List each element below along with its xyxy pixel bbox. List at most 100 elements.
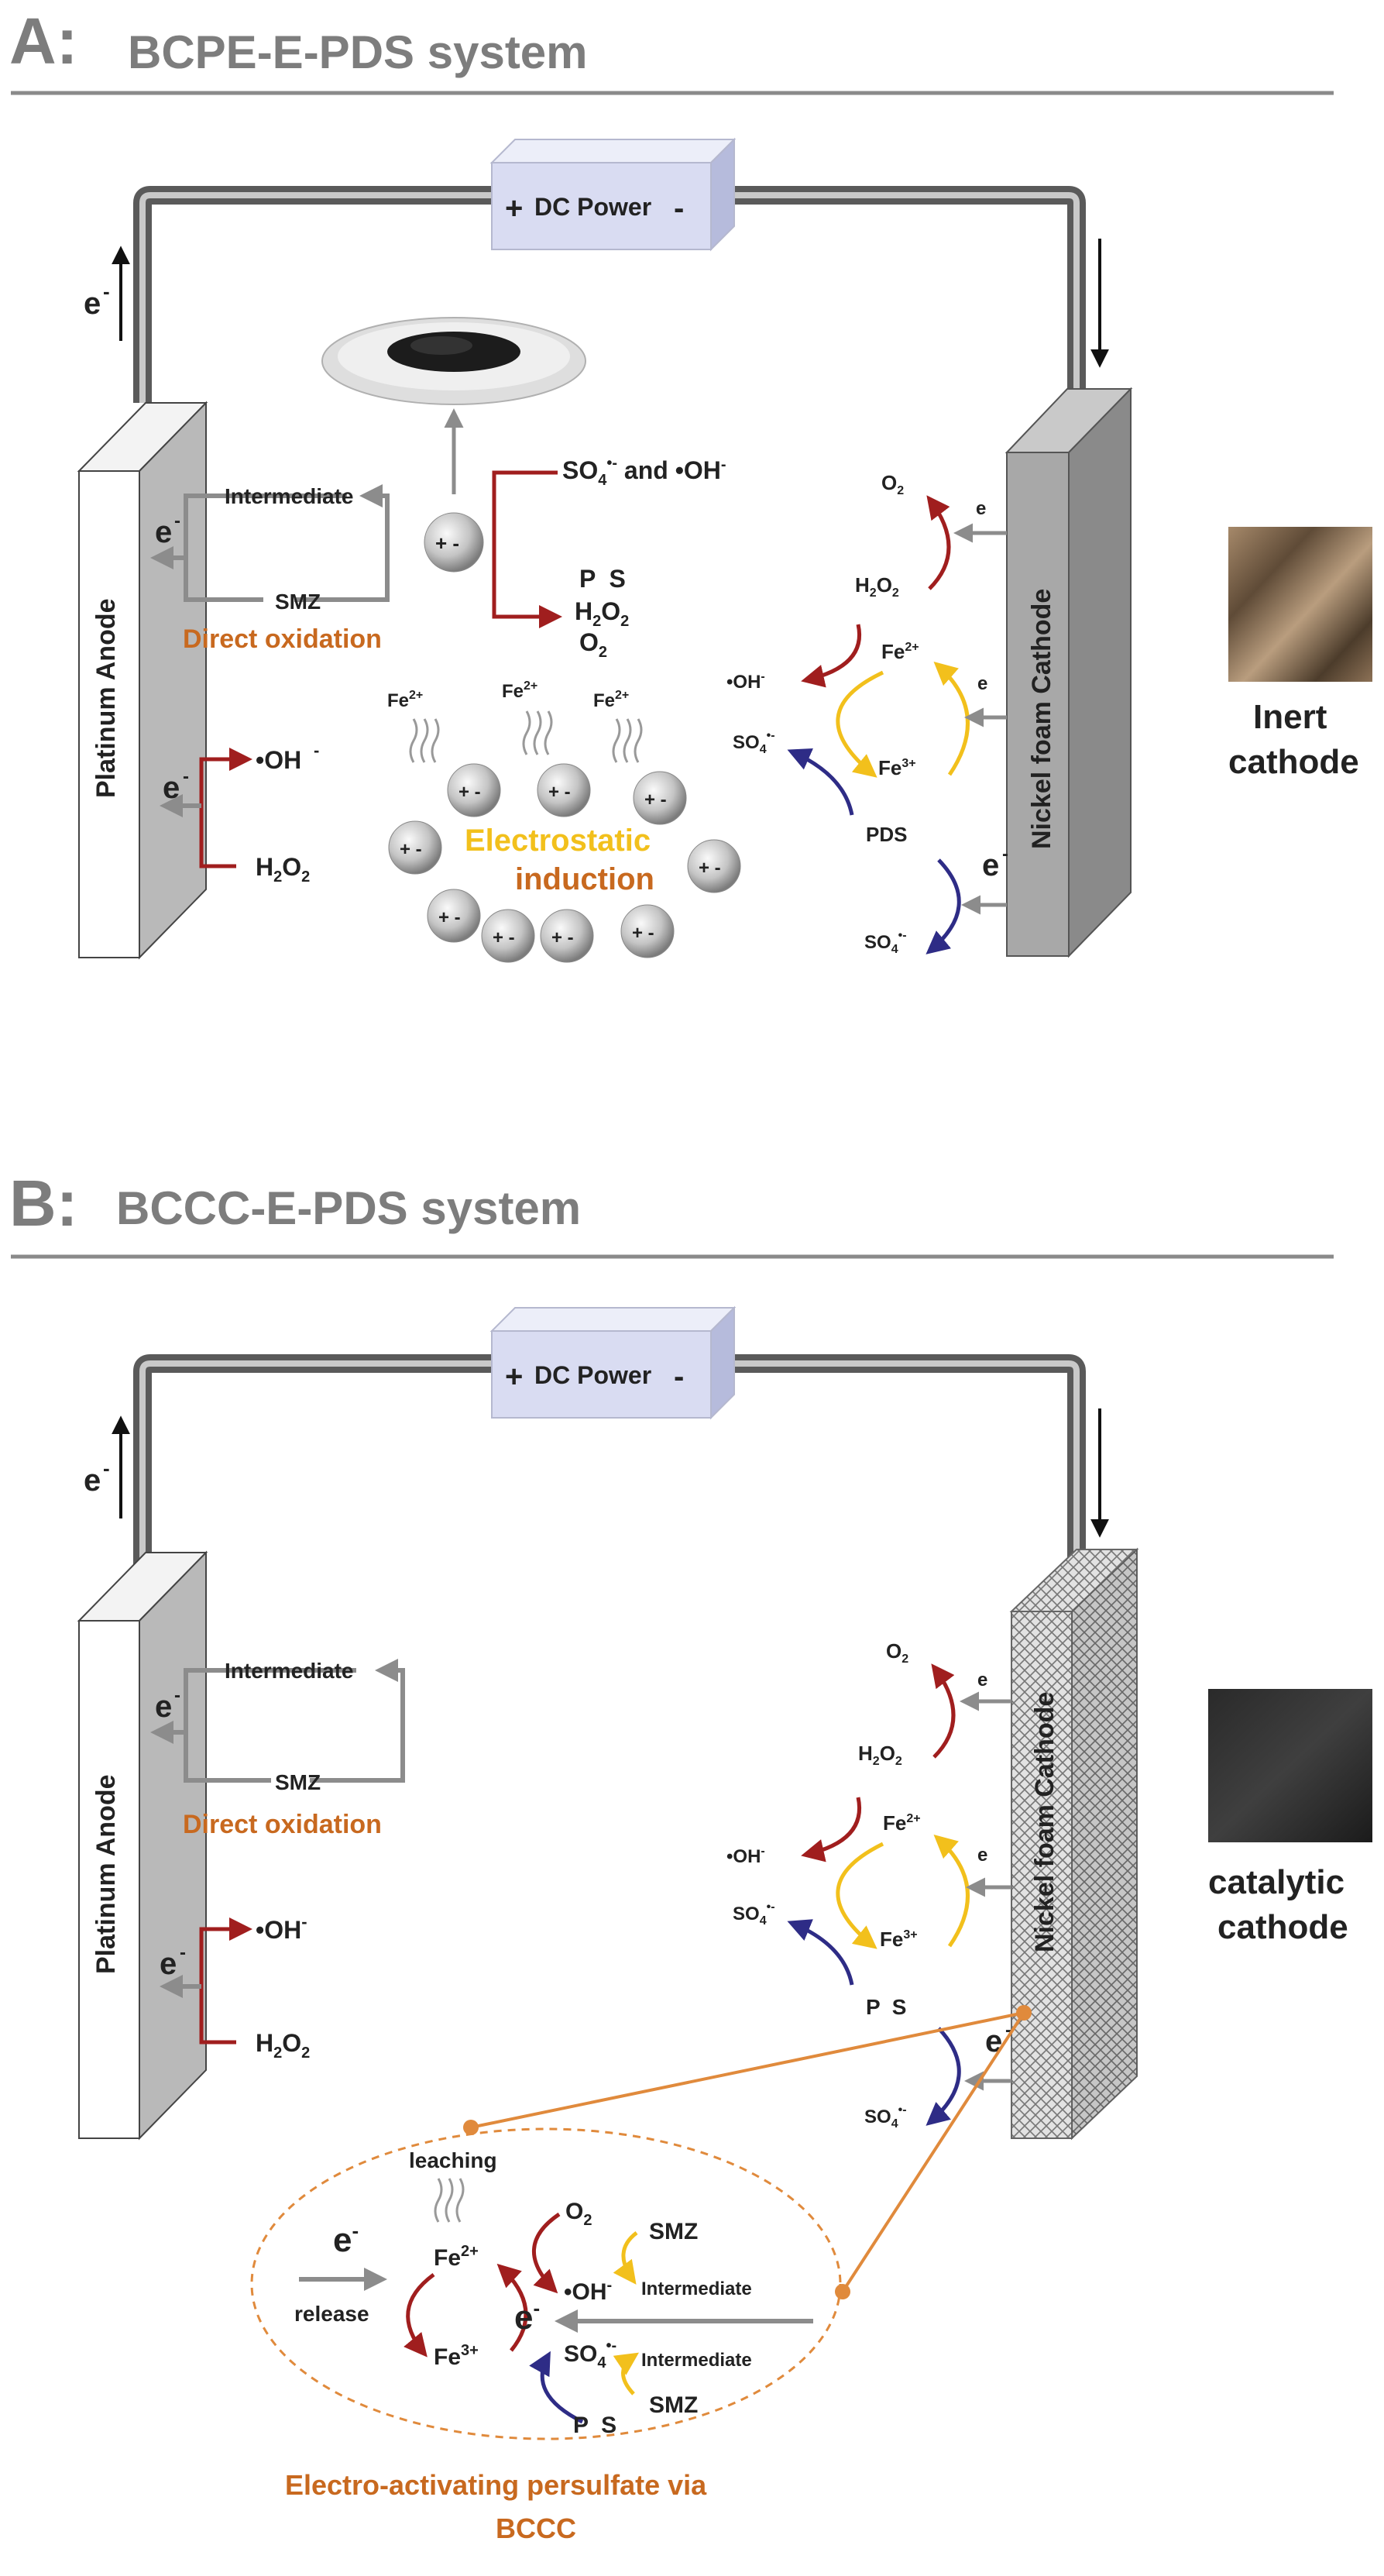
panel-a-swatch-label-2: cathode: [1228, 743, 1359, 781]
panel-a-title: BCPE-E-PDS system: [128, 26, 588, 78]
panel-a-right-o2: O2: [881, 471, 904, 497]
panel-a-biochar-powder-image: [321, 317, 586, 494]
panel-b-swatch-label-2: cathode: [1217, 1908, 1348, 1946]
svg-text:-: -: [180, 1942, 186, 1963]
panel-a-anode-label: Platinum Anode: [91, 598, 121, 798]
inset-caption-1: Electro-activating persulfate via: [285, 2469, 707, 2501]
panel-a-anode-e-top: e: [155, 515, 172, 549]
panel-b-inset: leaching e- release Fe2+ Fe3+ e- O2 •OH-…: [250, 2127, 842, 2440]
panel-a-anode-oh-label: •OH: [256, 746, 301, 774]
panel-b-anode-label: Platinum Anode: [91, 1774, 121, 1974]
svg-text:+ -: + -: [493, 927, 515, 948]
svg-text:+ -: + -: [632, 923, 654, 944]
svg-text:+ -: + -: [548, 782, 571, 803]
panel-a-swatch-label-1: Inert: [1253, 698, 1327, 736]
panel-b-cathode-label: Nickel foam Cathode: [1030, 1692, 1059, 1952]
svg-text:-: -: [183, 766, 189, 787]
panel-b-anode-h2o2: H2O2: [256, 2029, 310, 2062]
panel-a-cathode: Nickel foam Cathode: [1005, 387, 1133, 958]
panel-b-power-plus: +: [505, 1360, 523, 1394]
svg-text:-: -: [1005, 2020, 1011, 2041]
panel-a-cathode-reactions: O2 e H2O2 •OH- Fe2+ e Fe3+ SO4•- PDS e -…: [726, 471, 1008, 956]
panel-a-anode-e-bottom: e: [163, 771, 180, 805]
panel-a-electrostatic-label-2: induction: [515, 862, 654, 896]
inset-smz-top: SMZ: [649, 2219, 698, 2244]
svg-text:-: -: [174, 511, 180, 531]
svg-text:SO4•-: SO4•-: [864, 2103, 907, 2131]
inset-caption-2: BCCC: [496, 2512, 576, 2544]
panel-b-cathode-reactions: O2 e H2O2 •OH- Fe2+ e Fe3+ SO4•- P S e -…: [726, 1639, 1011, 2131]
inset-e-center: e-: [514, 2296, 540, 2337]
panel-b-catalytic-cathode-photo: [1208, 1689, 1372, 1842]
svg-text:e: e: [977, 673, 987, 694]
panel-a-right-so4: SO4•-: [733, 729, 775, 756]
svg-text:H2O2: H2O2: [858, 1742, 902, 1768]
panel-b-power-minus: -: [674, 1360, 684, 1394]
svg-text:e: e: [160, 1947, 177, 1981]
panel-a-inert-cathode-photo: [1228, 527, 1372, 682]
panel-a-right-oh: •OH-: [726, 670, 765, 693]
svg-text:-: -: [1002, 844, 1008, 865]
inset-fe2: Fe2+: [434, 2243, 479, 2271]
inset-intermediate-top: Intermediate: [641, 2279, 752, 2299]
panel-b-left-e: e: [84, 1463, 101, 1498]
svg-text:SO4•-: SO4•-: [733, 1900, 775, 1928]
inset-o2: O2: [565, 2199, 592, 2229]
panel-b-ps-right: P S: [866, 1995, 906, 2019]
panel-b-anode: Platinum Anode: [77, 1550, 208, 2141]
inset-fe3: Fe3+: [434, 2342, 479, 2370]
inset-ps: P S: [573, 2413, 616, 2438]
svg-text:e: e: [977, 1670, 987, 1690]
panel-b-zoom-line-2: [841, 2011, 1025, 2293]
panel-b-inset-ellipse: [250, 2127, 842, 2440]
svg-text:+ -: + -: [458, 782, 481, 803]
inset-smz-bottom: SMZ: [649, 2392, 698, 2418]
panel-b-direct-oxidation-label: Direct oxidation: [183, 1810, 382, 1839]
inset-leaching: leaching: [409, 2148, 497, 2172]
panel-a-power-label: DC Power: [534, 193, 651, 221]
panel-a-right-fe3: Fe3+: [878, 756, 916, 779]
panel-a-electrostatic-label-1: Electrostatic: [465, 824, 651, 858]
svg-text:e: e: [985, 2024, 1002, 2058]
panel-b-smz: SMZ: [275, 1770, 321, 1794]
panel-a-o2-center: O2: [579, 628, 607, 661]
panel-b-title: BCCC-E-PDS system: [116, 1182, 581, 1234]
panel-a-letter: A:: [9, 5, 78, 77]
panel-b-zoom-line-1: [470, 2011, 1025, 2129]
svg-text:Fe3+: Fe3+: [880, 1928, 918, 1951]
panel-a-center-particle: + - SO4•- and •OH- P S H2O2 O2: [424, 455, 726, 661]
panel-a-dc-power-box: + DC Power -: [489, 137, 737, 252]
svg-text:+ -: + -: [644, 789, 667, 810]
panel-a-right-h2o2: H2O2: [855, 573, 899, 600]
inset-e-release: e-: [333, 2219, 359, 2259]
panel-a-direct-oxidation: Intermediate SMZ e - Direct oxidation: [150, 484, 390, 654]
panel-a-direct-oxidation-label: Direct oxidation: [183, 624, 382, 654]
svg-text:Fe2+: Fe2+: [883, 1811, 921, 1835]
panel-b-anode-oh: e - •OH- H2O2: [160, 1912, 310, 2062]
panel-b-power-label: DC Power: [534, 1361, 651, 1389]
panel-b-intermediate: Intermediate: [225, 1659, 354, 1683]
panel-b-dc-power-box: + DC Power -: [489, 1305, 737, 1420]
panel-a-anode: Platinum Anode: [77, 401, 208, 960]
panel-a-right-fe2: Fe2+: [881, 640, 919, 663]
svg-text:e: e: [977, 1845, 987, 1866]
panel-b: B: BCCC-E-PDS system + DC Power - e - Pl…: [9, 1167, 1372, 2544]
panel-a-intermediate: Intermediate: [225, 484, 354, 508]
svg-text:-: -: [103, 1457, 110, 1480]
panel-a: A: BCPE-E-PDS system + DC Power - e - Pl…: [9, 5, 1372, 963]
inset-release: release: [294, 2302, 369, 2326]
panel-b-letter: B:: [9, 1167, 78, 1240]
panel-a-h2o2-center: H2O2: [575, 597, 629, 630]
svg-text:+ -: + -: [435, 531, 459, 555]
panel-a-power-minus: -: [674, 191, 684, 225]
svg-text:-: -: [174, 1685, 180, 1706]
panel-a-so4-oh: SO4•- and •OH-: [562, 455, 726, 489]
svg-text:+ -: + -: [699, 858, 721, 879]
svg-text:+ -: + -: [438, 907, 461, 928]
svg-text:e: e: [155, 1690, 172, 1724]
svg-text:O2: O2: [886, 1639, 908, 1666]
panel-a-anode-oh: e - •OH - H2O2: [160, 741, 319, 886]
panel-a-pds: PDS: [866, 823, 907, 846]
svg-text:-: -: [314, 741, 319, 760]
